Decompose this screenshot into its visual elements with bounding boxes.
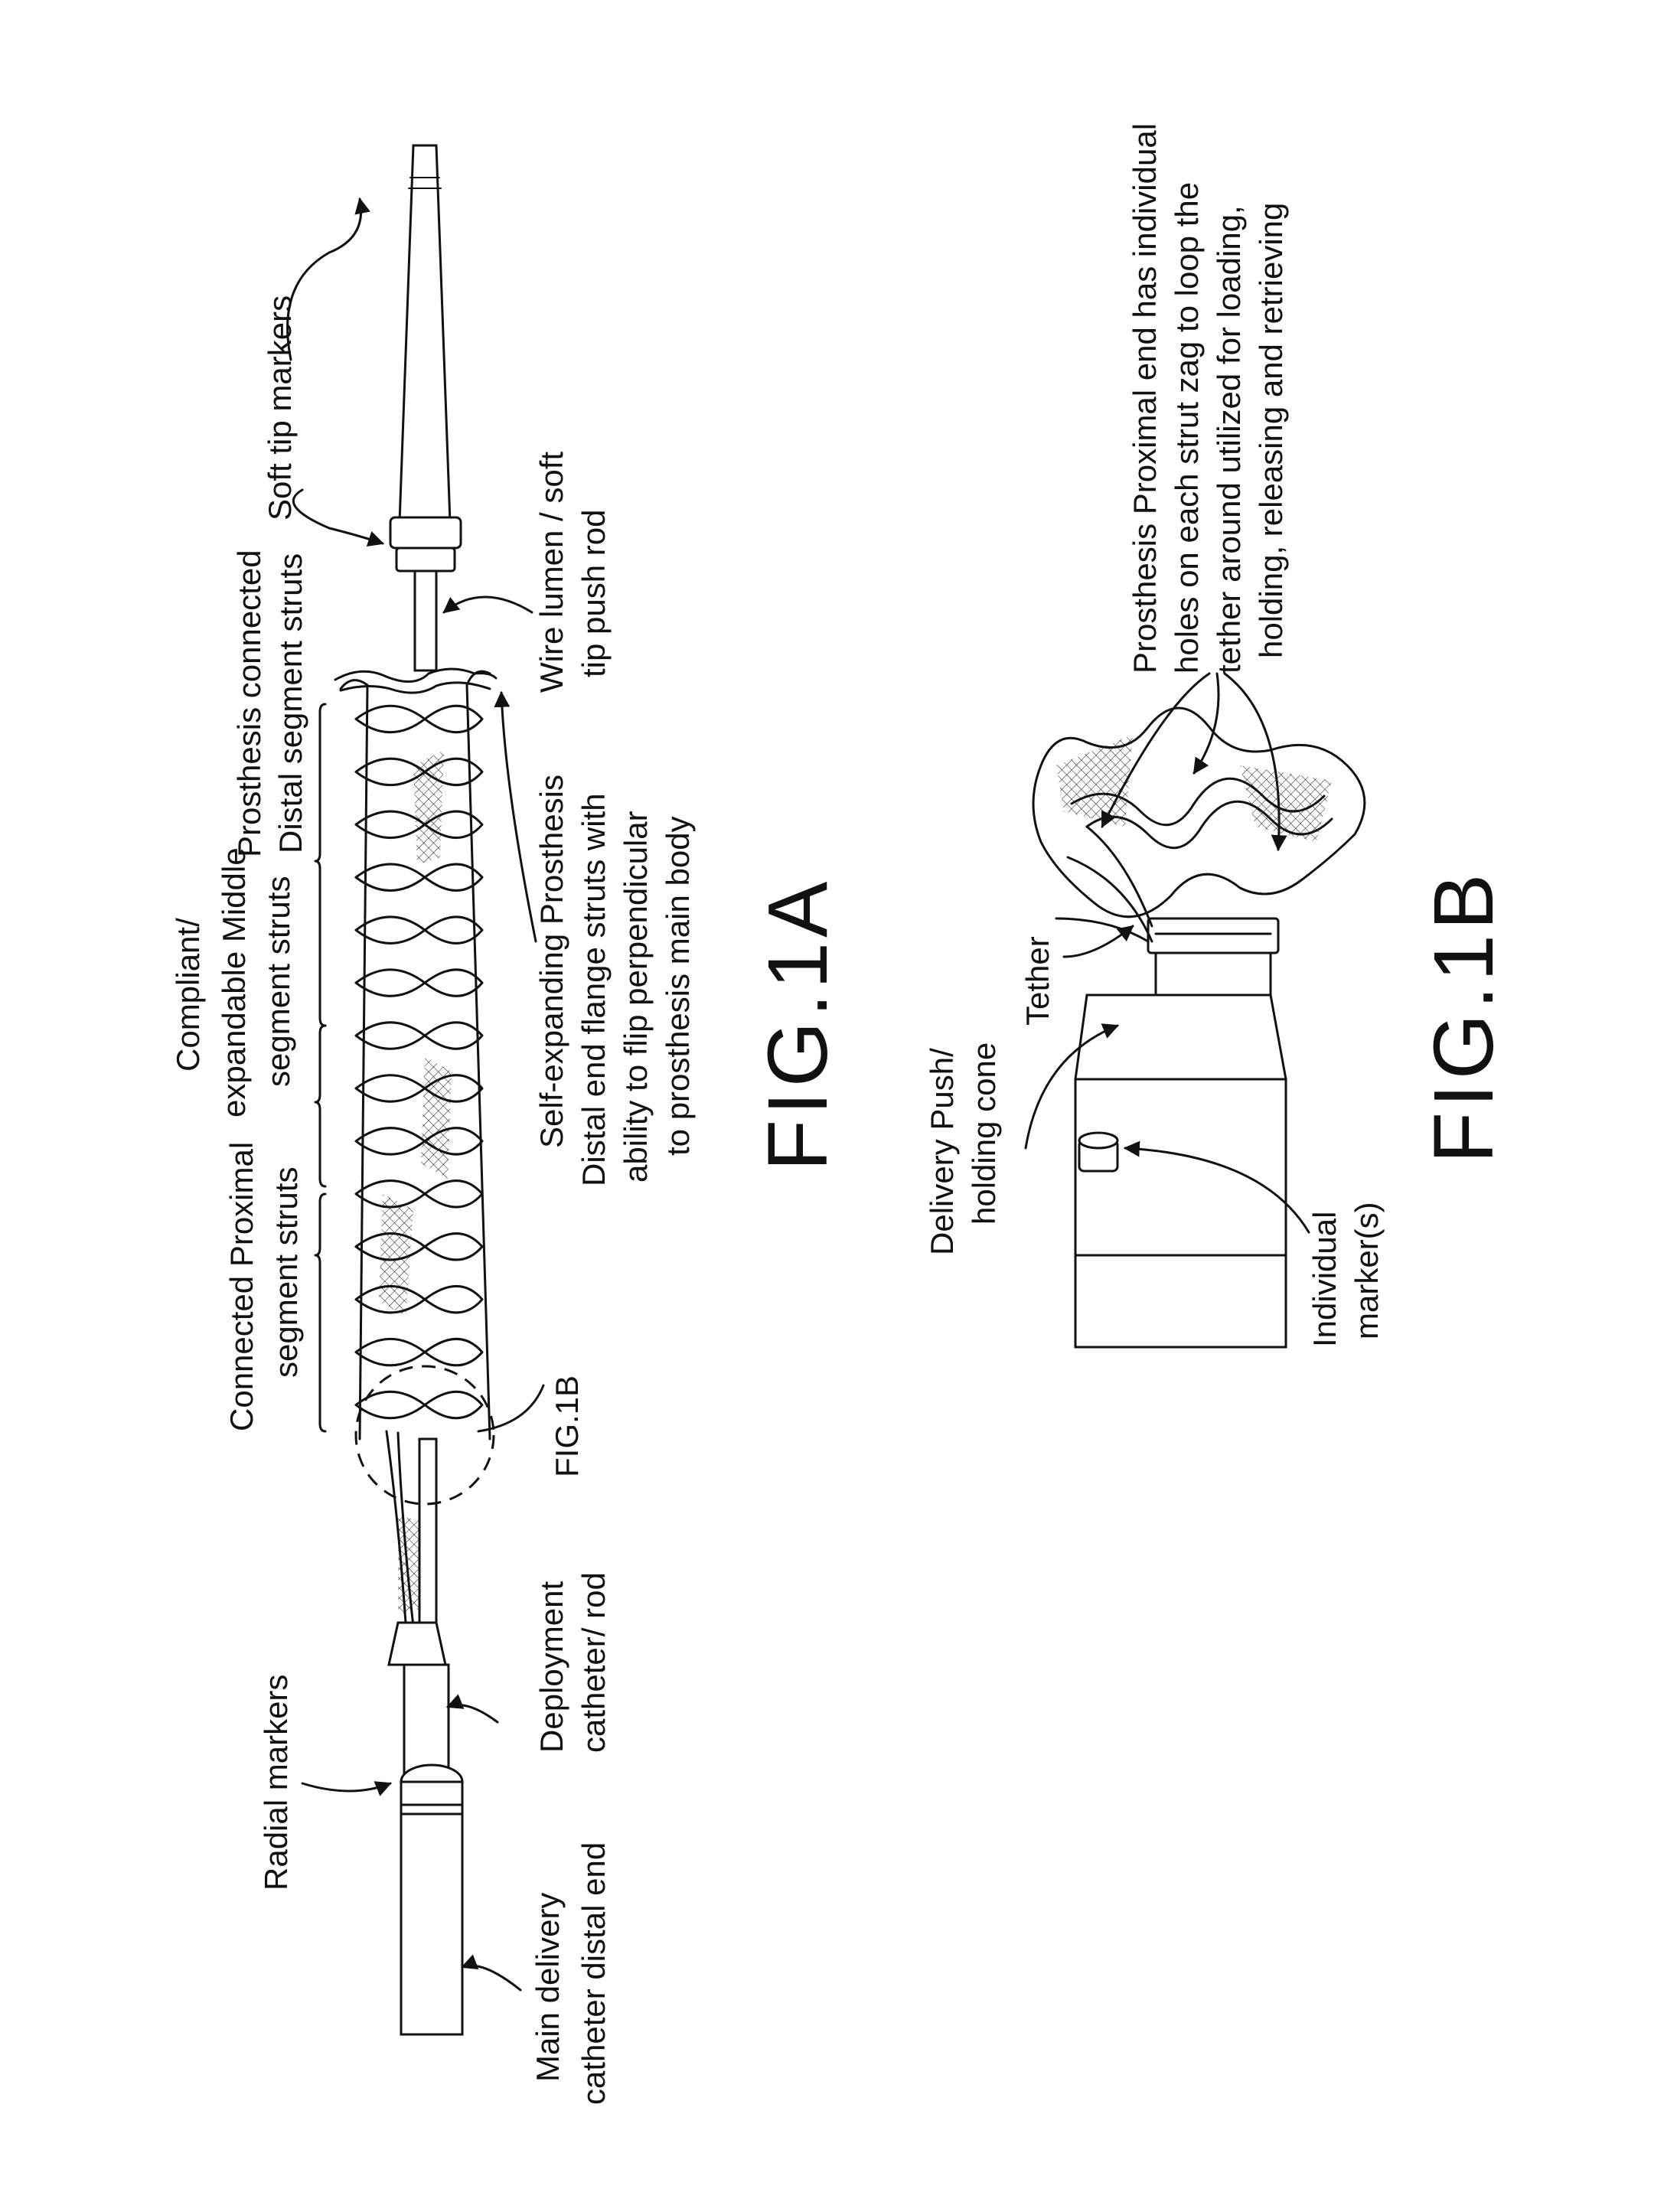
strut-cell xyxy=(356,1234,482,1260)
wire-lumen-rod xyxy=(415,571,436,670)
strut-cell xyxy=(356,1128,482,1154)
strut-cell xyxy=(356,1075,482,1101)
tether-arrow xyxy=(1064,926,1133,957)
distal-bracket xyxy=(315,704,325,1026)
push-cone-label-2: holding cone xyxy=(966,1042,1002,1225)
prox-end-label-4: holding, releasing and retrieving xyxy=(1253,203,1289,658)
wire-lumen-arrow xyxy=(444,597,532,612)
distal-struts-label-2: Distal segment struts xyxy=(272,553,308,853)
proximal-struts-label-2: segment struts xyxy=(268,1167,304,1378)
main-delivery-catheter xyxy=(401,1765,462,2034)
strut-cell xyxy=(356,1391,482,1418)
individual-marker xyxy=(1079,1133,1117,1171)
prosthesis-body xyxy=(335,669,496,1615)
strut-cell xyxy=(356,1339,482,1365)
middle-struts-label-2: expandable Middle xyxy=(216,847,252,1117)
soft-tip-marker-arrow-1 xyxy=(288,199,361,360)
wire-lumen-label-1: Wire lumen / soft xyxy=(533,452,569,693)
prosthesis-proximal-end xyxy=(1033,708,1365,917)
deployment-arrow xyxy=(448,1705,498,1723)
main-catheter-label-2: catheter distal end xyxy=(576,1842,612,2105)
middle-struts-label-3: segment struts xyxy=(260,876,296,1087)
strut-cell xyxy=(356,917,482,943)
strut-cell xyxy=(356,864,482,890)
tether-lines xyxy=(1056,827,1152,941)
strut-cell xyxy=(356,706,482,732)
proximal-bracket xyxy=(315,1194,325,1431)
marker-label-2: marker(s) xyxy=(1349,1202,1385,1339)
deployment-catheter-label-2: catheter/ rod xyxy=(576,1572,612,1753)
wire-lumen-label-2: tip push rod xyxy=(576,510,612,677)
strut-cell xyxy=(356,1181,482,1207)
middle-bracket xyxy=(315,1026,325,1186)
fig1b-caption: FIG.1B xyxy=(1417,869,1511,1163)
prox-end-label-1: Prosthesis Proximal end has individual xyxy=(1127,123,1163,674)
self-expanding-label-4: to prosthesis main body xyxy=(660,816,696,1156)
self-expanding-label-2: Distal end flange struts with xyxy=(576,793,612,1186)
fig1a-caption: FIG.1A xyxy=(751,877,845,1171)
distal-struts-label-1: Prosthesis connected xyxy=(231,550,267,857)
self-expanding-label-3: ability to flip perpendicular xyxy=(618,811,654,1183)
marker-label-1: Individual xyxy=(1307,1212,1343,1347)
strut-cell xyxy=(356,1023,482,1049)
prox-end-label-3: tether around utilized for loading, xyxy=(1211,205,1247,674)
middle-struts-label-1: Compliant/ xyxy=(170,918,206,1072)
deployment-catheter-label-1: Deployment xyxy=(533,1581,569,1753)
strut-cell xyxy=(356,970,482,996)
soft-tip-marker-arrow-2 xyxy=(293,490,383,543)
fig1a-labels: Soft tip markers Wire lumen / soft tip p… xyxy=(170,295,845,2105)
proximal-struts-label-1: Connected Proximal xyxy=(223,1142,259,1431)
radial-marker-arrow xyxy=(302,1783,390,1791)
prox-end-label-2: holes on each strut zag to loop the xyxy=(1169,182,1205,674)
push-cone-label-1: Delivery Push/ xyxy=(924,1048,960,1255)
tether-label: Tether xyxy=(1020,936,1055,1026)
strut-cell xyxy=(356,1286,482,1312)
self-expanding-label-1: Self-expanding Prosthesis xyxy=(533,775,569,1148)
self-expanding-arrow xyxy=(501,693,536,941)
soft-tip xyxy=(390,145,461,571)
radial-markers-label: Radial markers xyxy=(258,1675,294,1891)
main-catheter-label-1: Main delivery xyxy=(530,1893,566,2082)
main-catheter-arrow xyxy=(462,1966,520,1990)
fig1b-reference-label: FIG.1B xyxy=(549,1375,585,1477)
fig1a-drawing xyxy=(288,145,543,2034)
soft-tip-markers-label: Soft tip markers xyxy=(262,295,298,520)
